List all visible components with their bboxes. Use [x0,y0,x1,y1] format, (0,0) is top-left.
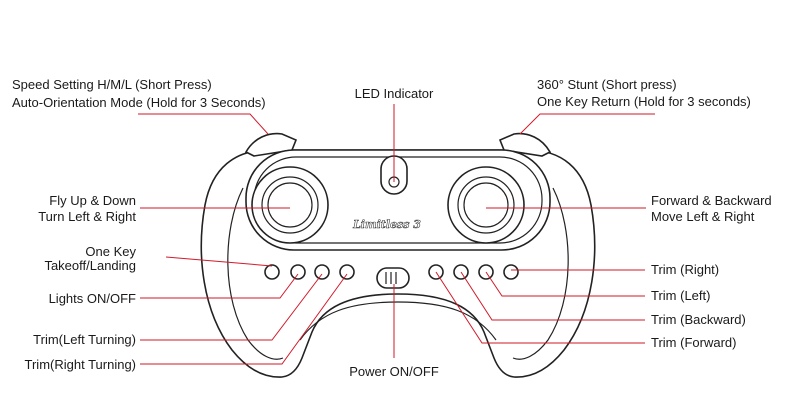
label-trim-left-turning: Trim(Left Turning) [33,332,136,347]
left-joystick[interactable] [251,166,329,244]
grip-contour-left [227,187,284,360]
label-stunt-360: 360° Stunt (Short press) [537,77,677,92]
power-switch[interactable] [376,267,410,289]
trim-right-turning-button[interactable] [339,264,355,280]
lights-button[interactable] [290,264,306,280]
label-one-key-return: One Key Return (Hold for 3 seconds) [537,94,751,109]
label-trim-left: Trim (Left) [651,288,711,303]
label-fly-up-down: Fly Up & Down [49,193,136,208]
label-trim-right: Trim (Right) [651,262,720,277]
left-button-cluster [264,264,355,280]
label-trim-backward: Trim (Backward) [651,312,746,327]
right-joystick[interactable] [447,166,525,244]
label-forward-backward: Forward & Backward [651,193,772,208]
label-led-indicator: LED Indicator [354,86,434,101]
leader-trim-forward [435,271,645,344]
label-power: Power ON/OFF [349,364,439,379]
grip-contour-right [512,187,569,360]
takeoff-landing-button[interactable] [264,264,280,280]
label-speed-setting: Speed Setting H/M/L (Short Press) [12,77,212,92]
leader-trim-left [485,271,645,297]
leader-speed-setting [138,113,269,135]
label-lights: Lights ON/OFF [48,291,136,306]
leader-trim-right-turning [140,273,348,365]
trim-right-button[interactable] [503,264,519,280]
leader-trim-left-turning [140,273,323,341]
leader-stunt-return [519,113,655,135]
brand-logo: Limitless 3 [352,218,421,231]
trim-left-turning-button[interactable] [314,264,330,280]
label-one-key: One Key [85,244,136,259]
leader-lights [140,273,299,299]
leader-trim-backward [460,271,645,321]
label-takeoff-landing: Takeoff/Landing [44,258,136,273]
leader-takeoff-landing [165,256,273,267]
label-move-left-right: Move Left & Right [651,209,755,224]
label-auto-orientation: Auto-Orientation Mode (Hold for 3 Second… [12,95,266,110]
label-trim-right-turning: Trim(Right Turning) [24,357,136,372]
label-turn-left-right: Turn Left & Right [38,209,136,224]
label-trim-forward: Trim (Forward) [651,335,737,350]
lower-bridge-contour [299,301,497,341]
